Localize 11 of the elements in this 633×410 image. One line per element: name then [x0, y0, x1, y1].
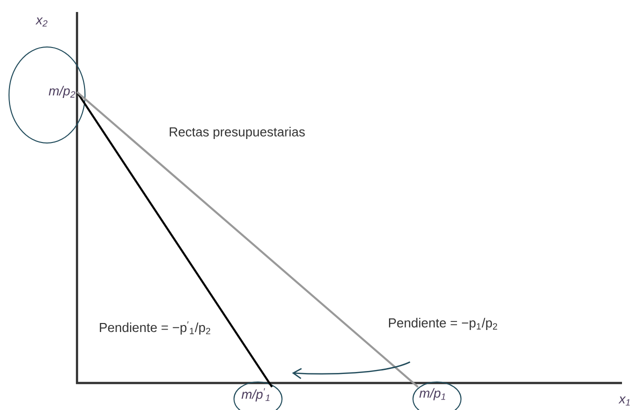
intercept-label: m/p$_{1}$ [419, 388, 446, 400]
intercept-label: m/p$^{′}$1 [242, 388, 270, 402]
text-label: x$_{1}$ [618, 396, 630, 406]
text-label: Rectas presupuestarias [170, 126, 305, 140]
budget-line [76, 91, 273, 388]
arrow [292, 361, 410, 380]
budget-line [76, 91, 419, 388]
intercept-label: m/p$_{2}$ [48, 86, 76, 98]
text-label: Pendiente = −p$_{1}$/p$_{2}$ [389, 318, 498, 330]
text-label: x$_{2}$ [35, 17, 48, 27]
text-label: Pendiente = −p$^{′}$$_{1}$/p$_{2}$ [100, 321, 210, 335]
